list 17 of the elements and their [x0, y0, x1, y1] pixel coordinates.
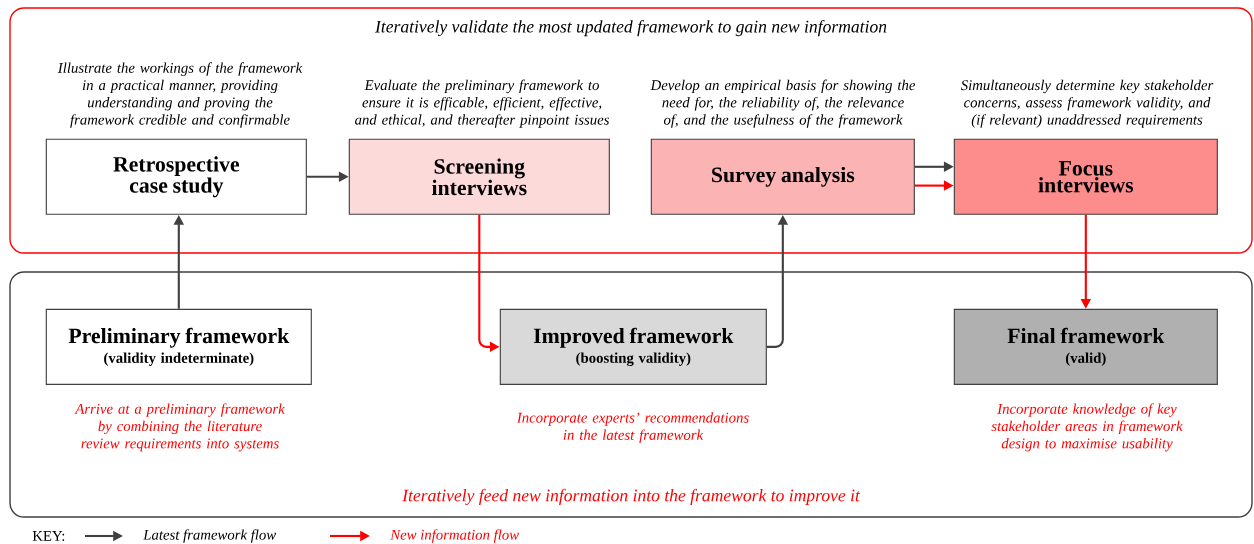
- description-text: Develop an empirical basis for showing the need for, the reliability of, the relevance of, and the usefulness of the framework: [650, 79, 916, 128]
- description-text: Evaluate the preliminary framework to ensure it is efficable, efficient, effective, and ethical, and thereafter pinpoint issues: [355, 79, 609, 128]
- process-box: Focus interviews: [953, 138, 1218, 215]
- description-text: Illustrate the workings of the framework in a practical manner, providing understanding and proving the framework credible and confirmable: [57, 62, 303, 128]
- description-text: Incorporate knowledge of key stakeholder areas in framework design to maximise usability: [991, 403, 1183, 452]
- description-text: Simultaneously determine key stakeholder concerns, assess framework validity, and (if relevant) unaddressed requirements: [960, 79, 1214, 128]
- process-box: Preliminary framework (validity indeterminate): [45, 308, 312, 385]
- process-box: Final framework (valid): [953, 308, 1218, 385]
- process-box: Survey analysis: [650, 138, 915, 215]
- description-text: Incorporate experts’ recommendations in the latest framework: [516, 412, 749, 443]
- legend-text: New information flow: [390, 529, 519, 543]
- key-label: KEY:: [32, 531, 65, 541]
- description-text: Arrive at a preliminary framework by combining the literature review requirements into systems: [74, 403, 285, 452]
- legend-text: Latest framework flow: [143, 529, 277, 543]
- process-box: Retrospective case study: [45, 138, 307, 215]
- process-box: Improved framework (boosting validity): [499, 308, 767, 385]
- process-box: Screening interviews: [348, 138, 610, 215]
